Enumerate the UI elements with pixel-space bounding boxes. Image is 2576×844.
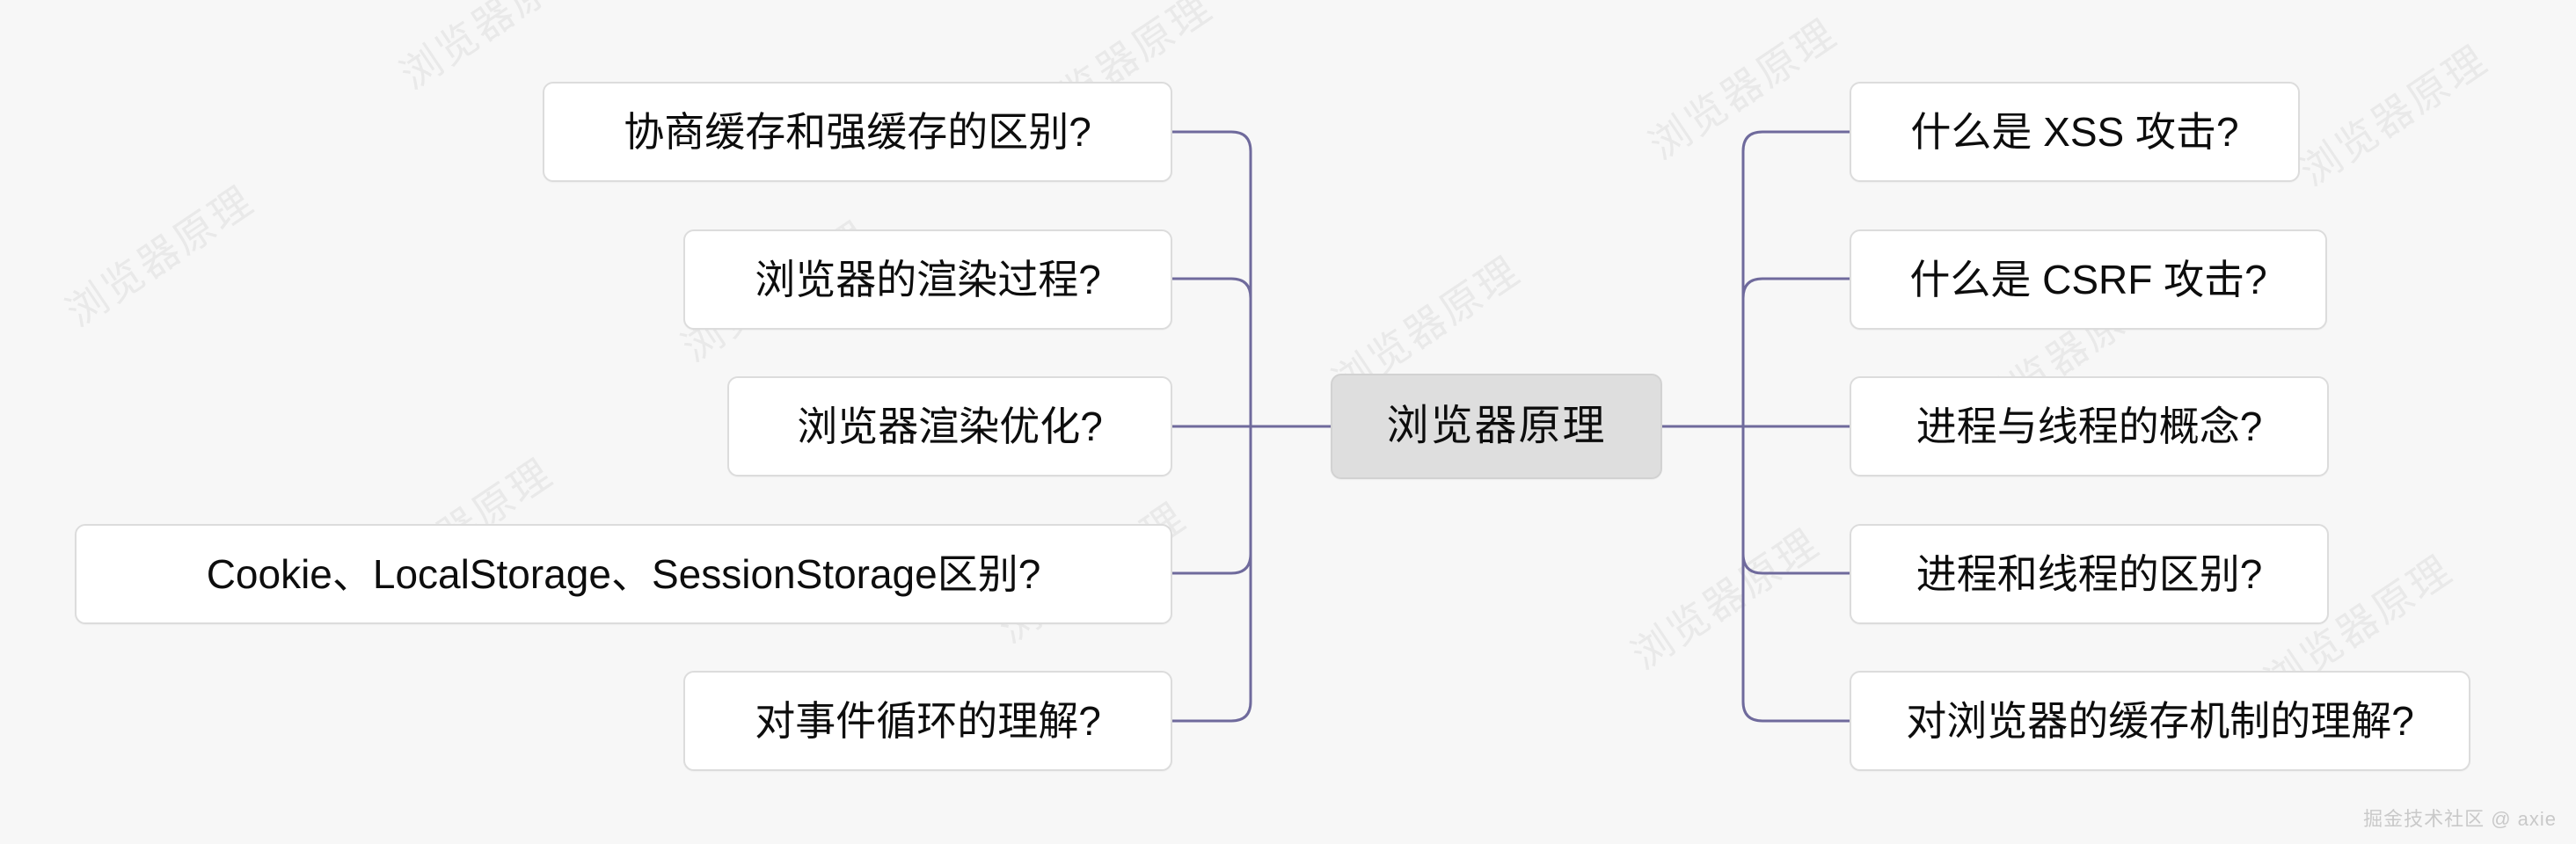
credit-watermark: 掘金技术社区 @ axie bbox=[2363, 808, 2557, 830]
watermark-text: 浏览器原理 bbox=[1623, 520, 1828, 679]
right-node-3-process-and-thread-concepts[interactable]: 进程与线程的概念? bbox=[1850, 376, 2329, 477]
left-node-2-browser-rendering-process[interactable]: 浏览器的渲染过程? bbox=[683, 229, 1172, 330]
right-node-4-process-vs-thread-difference[interactable]: 进程和线程的区别? bbox=[1850, 524, 2329, 624]
left-node-5-event-loop-understanding[interactable]: 对事件循环的理解? bbox=[683, 671, 1172, 771]
left-node-3-browser-rendering-optimization[interactable]: 浏览器渲染优化? bbox=[727, 376, 1172, 477]
connector-right-5 bbox=[1741, 426, 1850, 723]
right-node-1-what-is-xss-attack[interactable]: 什么是 XSS 攻击? bbox=[1850, 82, 2300, 182]
watermark-text: 浏览器原理 bbox=[2291, 36, 2496, 195]
right-node-5-browser-cache-mechanism[interactable]: 对浏览器的缓存机制的理解? bbox=[1850, 671, 2470, 771]
connector-left-5 bbox=[1172, 426, 1252, 723]
connector-right-1 bbox=[1741, 130, 1850, 426]
connector-right-2 bbox=[1741, 277, 1850, 426]
watermark-text: 浏览器原理 bbox=[57, 177, 262, 336]
connector-left-1 bbox=[1172, 130, 1252, 426]
watermark-text: 浏览器原理 bbox=[1640, 10, 1845, 169]
right-node-2-what-is-csrf-attack[interactable]: 什么是 CSRF 攻击? bbox=[1850, 229, 2327, 330]
connector-right-4 bbox=[1741, 426, 1850, 575]
connector-left-4 bbox=[1172, 426, 1252, 575]
left-node-1-negotiation-vs-strong-cache[interactable]: 协商缓存和强缓存的区别? bbox=[543, 82, 1172, 182]
left-node-4-cookie-localstorage-sessionstorage[interactable]: Cookie、LocalStorage、SessionStorage区别? bbox=[75, 524, 1172, 624]
root-node-browser-principles[interactable]: 浏览器原理 bbox=[1331, 374, 1662, 479]
connector-left-2 bbox=[1172, 277, 1252, 426]
